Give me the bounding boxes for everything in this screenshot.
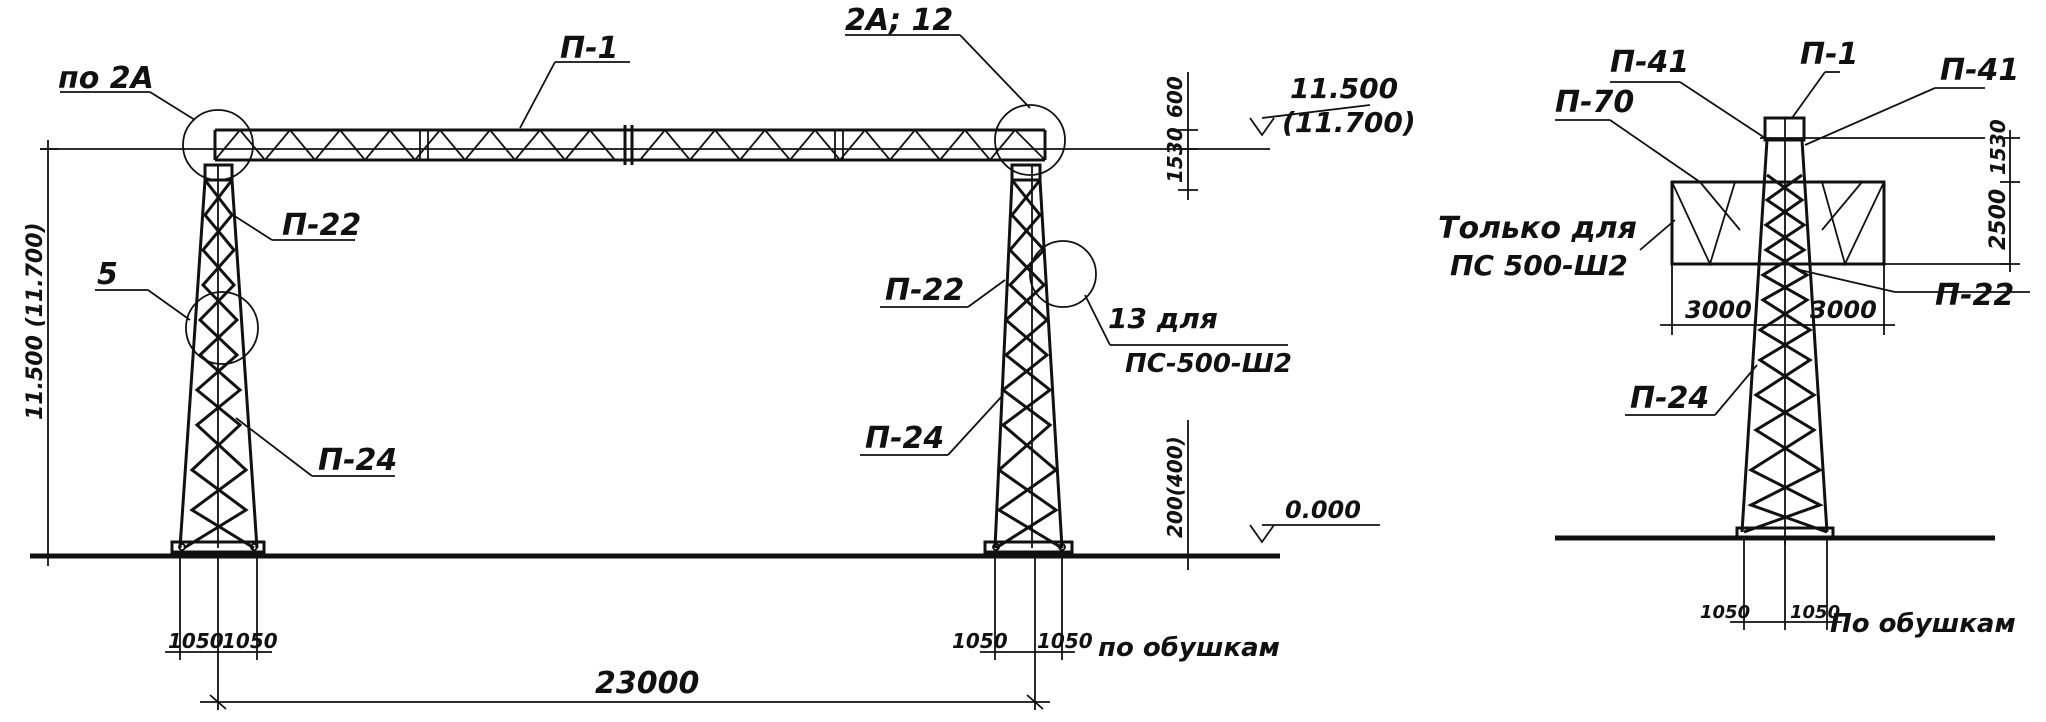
label-side-base-a: 1050 bbox=[1700, 602, 1750, 623]
label-tolko-dlya: Только для bbox=[1438, 211, 1637, 246]
side-tower bbox=[1735, 116, 1835, 545]
label-height: 11.500 (11.700) bbox=[23, 222, 48, 420]
girder-beam bbox=[213, 125, 1047, 165]
front-view: по 2А П-1 2А; 12 11.500 (11.700) 600 153… bbox=[23, 3, 1416, 710]
label-base-right-b: 1050 bbox=[1037, 629, 1093, 653]
label-p24-left: П-24 bbox=[318, 443, 397, 478]
left-tower bbox=[170, 163, 266, 554]
label-p1-beam: П-1 bbox=[560, 31, 618, 66]
label-po-2a: по 2А bbox=[58, 61, 154, 96]
label-elev-zero: 0.000 bbox=[1285, 496, 1361, 524]
label-3000-b: 3000 bbox=[1810, 296, 1877, 324]
label-3000-a: 3000 bbox=[1685, 296, 1752, 324]
label-ps500-w2: ПС-500-Ш2 bbox=[1125, 349, 1292, 379]
label-ps500-side: ПС 500-Ш2 bbox=[1450, 249, 1628, 282]
detail-circle-5 bbox=[185, 291, 259, 365]
label-po-obushkam-side: По обушкам bbox=[1830, 609, 2016, 639]
label-p22-left: П-22 bbox=[282, 208, 361, 243]
label-p22-right: П-22 bbox=[885, 273, 964, 308]
label-po-obushkam: по обушкам bbox=[1098, 633, 1280, 663]
label-p22-side: П-22 bbox=[1935, 278, 2014, 313]
label-p41-left: П-41 bbox=[1610, 45, 1689, 80]
label-5: 5 bbox=[97, 257, 118, 292]
leaders-front bbox=[60, 34, 1288, 477]
label-dim-1530: 1530 bbox=[1163, 127, 1187, 183]
label-base-left-a: 1050 bbox=[168, 629, 224, 653]
side-view: П-41 П-1 П-41 П-70 1530 2500 Только для … bbox=[1438, 37, 2030, 639]
label-dim-600: 600 bbox=[1163, 76, 1187, 118]
label-base-left-b: 1050 bbox=[222, 629, 278, 653]
label-p1-side: П-1 bbox=[1800, 37, 1858, 72]
dimensions-front bbox=[40, 72, 1380, 710]
detail-circle-13 bbox=[1029, 240, 1097, 308]
label-side-base-b: 1050 bbox=[1790, 602, 1840, 623]
label-p24-right: П-24 bbox=[865, 421, 944, 456]
right-tower bbox=[983, 163, 1074, 554]
dimensions-side bbox=[1660, 130, 2020, 630]
detail-circle-12 bbox=[994, 104, 1066, 176]
label-p24-side: П-24 bbox=[1630, 381, 1709, 416]
label-13-dlya: 13 для bbox=[1108, 302, 1218, 335]
label-dim-200: 200(400) bbox=[1163, 436, 1187, 538]
label-p70: П-70 bbox=[1555, 85, 1634, 120]
detail-circle-2a bbox=[182, 109, 254, 181]
label-elev-top-alt: (11.700) bbox=[1282, 106, 1416, 139]
label-2a-12: 2А; 12 bbox=[845, 3, 953, 38]
label-p41-right: П-41 bbox=[1940, 53, 2019, 88]
leaders-side bbox=[1555, 71, 2030, 416]
label-elev-top: 11.500 bbox=[1290, 72, 1398, 105]
label-base-right-a: 1050 bbox=[952, 629, 1008, 653]
label-span-23000: 23000 bbox=[595, 666, 699, 701]
label-side-2500: 2500 bbox=[1986, 189, 2011, 250]
crossarm-truss bbox=[1670, 180, 1886, 267]
label-side-1530: 1530 bbox=[1986, 119, 2010, 175]
